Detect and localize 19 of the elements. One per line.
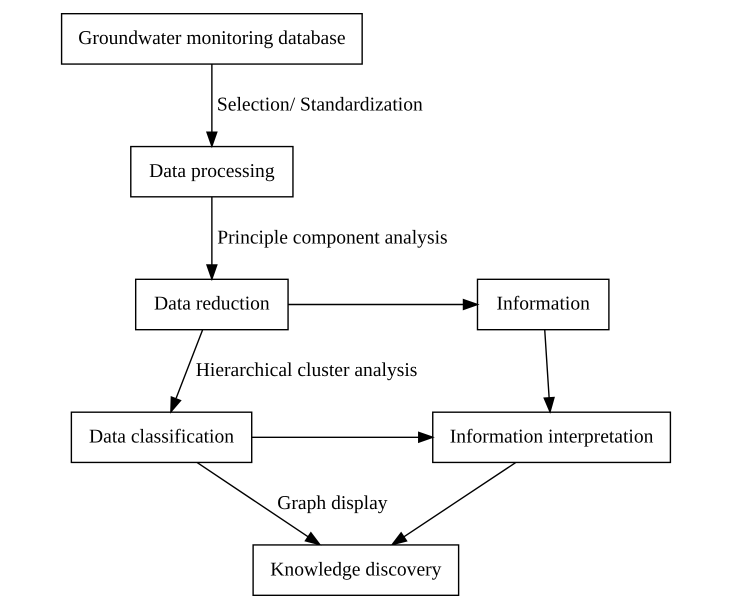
edge-label: Graph display (277, 492, 388, 514)
arrow (206, 196, 218, 282)
edge-label: Principle component analysis (217, 227, 448, 248)
node-box: Information interpretation (432, 411, 672, 464)
arrow (206, 64, 218, 148)
node-box: Data processing (130, 146, 294, 198)
arrow (196, 462, 322, 546)
node-box: Knowledge discovery (252, 544, 460, 596)
arrow (252, 431, 435, 444)
node-box: Groundwater monitoring database (60, 13, 363, 65)
node-box: Data classification (70, 411, 252, 464)
arrow (288, 298, 480, 310)
node-box: Data reduction (134, 278, 289, 330)
arrow (390, 462, 516, 546)
node-box: Information (476, 278, 610, 330)
edge-label: Selection/ Standardization (216, 94, 423, 116)
arrow (543, 330, 555, 414)
arrow (170, 330, 204, 414)
edge-label: Hierarchical cluster analysis (196, 360, 418, 382)
